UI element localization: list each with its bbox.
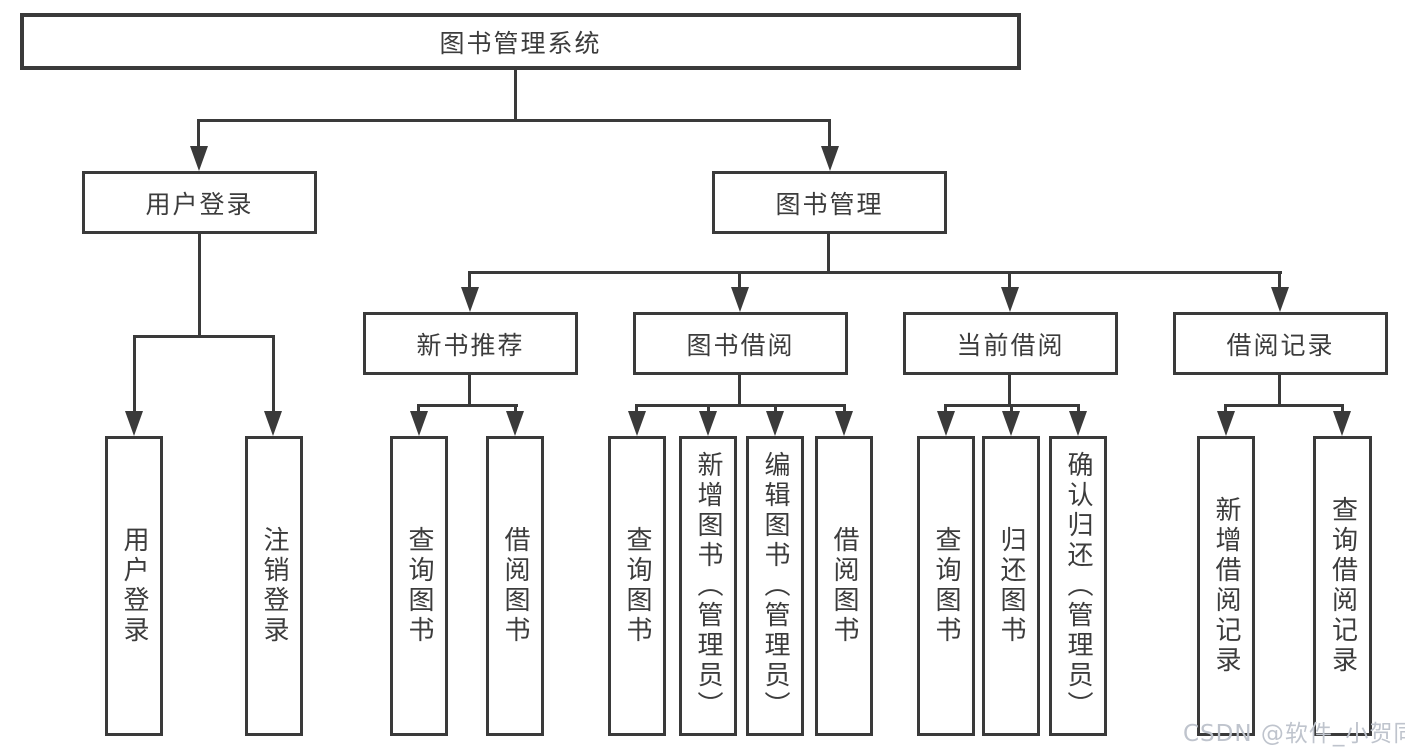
node-label: 新增借阅记录 [1211, 496, 1241, 676]
node-label: 用户登录 [145, 189, 254, 219]
node-new-book-recommendation: 新书推荐 [363, 312, 578, 375]
node-label: 归还图书 [996, 526, 1026, 646]
connector-login-drop-1 [133, 338, 136, 412]
node-label: 确认归还（管理员） [1063, 451, 1093, 721]
node-label: 查询图书 [931, 526, 961, 646]
leaf-query-borrow-record: 查询借阅记录 [1313, 436, 1372, 736]
arrowhead-down-icon [190, 146, 208, 171]
connector-borrow-bar [635, 404, 846, 407]
arrowhead-down-icon [1271, 287, 1289, 312]
connector-root-bar [197, 119, 831, 122]
arrowhead-down-icon [731, 287, 749, 312]
node-label: 当前借阅 [956, 330, 1065, 360]
node-borrowing-records: 借阅记录 [1173, 312, 1388, 375]
connector-root-drop-right [828, 122, 831, 148]
connector-current-drop-2 [1010, 407, 1013, 413]
connector-current-drop-3 [1077, 407, 1080, 413]
node-library-management-system: 图书管理系统 [20, 13, 1021, 70]
leaf-query-books-recommend: 查询图书 [390, 436, 448, 736]
connector-root-drop-left [197, 122, 200, 148]
connector-recommend-drop-1 [417, 407, 420, 413]
connector-current-stem [1008, 375, 1011, 406]
node-current-borrowing: 当前借阅 [903, 312, 1118, 375]
node-book-borrowing: 图书借阅 [633, 312, 848, 375]
leaf-user-login: 用户登录 [105, 436, 163, 736]
node-label: 借阅图书 [829, 526, 859, 646]
node-label: 借阅记录 [1226, 330, 1335, 360]
node-label: 图书管理 [775, 189, 884, 219]
arrowhead-down-icon [1002, 411, 1020, 436]
arrowhead-down-icon [410, 411, 428, 436]
csdn-watermark: CSDN @软件_小贺同学 [1183, 721, 1405, 747]
arrowhead-down-icon [1217, 411, 1235, 436]
connector-mgmt-bar [468, 271, 1282, 274]
arrowhead-down-icon [461, 287, 479, 312]
leaf-add-borrow-record: 新增借阅记录 [1197, 436, 1255, 736]
node-label: 查询图书 [622, 526, 652, 646]
arrowhead-down-icon [125, 411, 143, 436]
leaf-confirm-return-admin: 确认归还（管理员） [1049, 436, 1107, 736]
connector-records-drop-1 [1224, 407, 1227, 413]
arrowhead-down-icon [628, 411, 646, 436]
leaf-borrow-books: 借阅图书 [815, 436, 873, 736]
node-label: 注销登录 [259, 526, 289, 646]
connector-borrow-drop-3 [774, 407, 777, 413]
leaf-query-books-borrow: 查询图书 [608, 436, 666, 736]
arrowhead-down-icon [937, 411, 955, 436]
node-label: 新增图书（管理员） [693, 451, 723, 721]
connector-mgmt-drop-4 [1278, 274, 1281, 288]
leaf-edit-books-admin: 编辑图书（管理员） [746, 436, 804, 736]
connector-login-stem [198, 234, 201, 337]
arrowhead-down-icon [264, 411, 282, 436]
connector-borrow-stem [738, 375, 741, 406]
leaf-query-books-current: 查询图书 [917, 436, 975, 736]
arrowhead-down-icon [506, 411, 524, 436]
arrowhead-down-icon [835, 411, 853, 436]
connector-mgmt-drop-1 [468, 274, 471, 288]
connector-borrow-drop-4 [843, 407, 846, 413]
node-user-login: 用户登录 [82, 171, 317, 234]
connector-records-drop-2 [1341, 407, 1344, 413]
arrowhead-down-icon [1069, 411, 1087, 436]
connector-login-bar [133, 335, 275, 338]
node-label: 查询借阅记录 [1327, 496, 1358, 676]
connector-current-drop-1 [944, 407, 947, 413]
node-label: 图书管理系统 [439, 28, 602, 58]
connector-borrow-drop-2 [707, 407, 710, 413]
arrowhead-down-icon [821, 146, 839, 171]
leaf-return-books: 归还图书 [982, 436, 1040, 736]
connector-records-stem [1278, 375, 1281, 406]
connector-root-stem [514, 70, 517, 120]
connector-recommend-bar [417, 404, 518, 407]
node-book-management: 图书管理 [712, 171, 947, 234]
connector-recommend-stem [468, 375, 471, 406]
connector-mgmt-drop-3 [1008, 274, 1011, 288]
connector-borrow-drop-1 [635, 407, 638, 413]
connector-mgmt-stem [827, 234, 830, 274]
connector-records-bar [1224, 404, 1344, 407]
arrowhead-down-icon [699, 411, 717, 436]
leaf-add-books-admin: 新增图书（管理员） [679, 436, 737, 736]
arrowhead-down-icon [1333, 411, 1351, 436]
connector-login-drop-2 [272, 338, 275, 412]
node-label: 图书借阅 [686, 330, 795, 360]
leaf-borrow-books-recommend: 借阅图书 [486, 436, 544, 736]
connector-recommend-drop-2 [514, 407, 517, 413]
arrowhead-down-icon [1001, 287, 1019, 312]
connector-mgmt-drop-2 [738, 274, 741, 288]
connector-current-bar [944, 404, 1080, 407]
node-label: 借阅图书 [500, 526, 530, 646]
node-label: 编辑图书（管理员） [760, 451, 790, 721]
leaf-logout: 注销登录 [245, 436, 303, 736]
node-label: 用户登录 [119, 526, 149, 646]
arrowhead-down-icon [766, 411, 784, 436]
node-label: 查询图书 [404, 526, 434, 646]
node-label: 新书推荐 [416, 330, 525, 360]
